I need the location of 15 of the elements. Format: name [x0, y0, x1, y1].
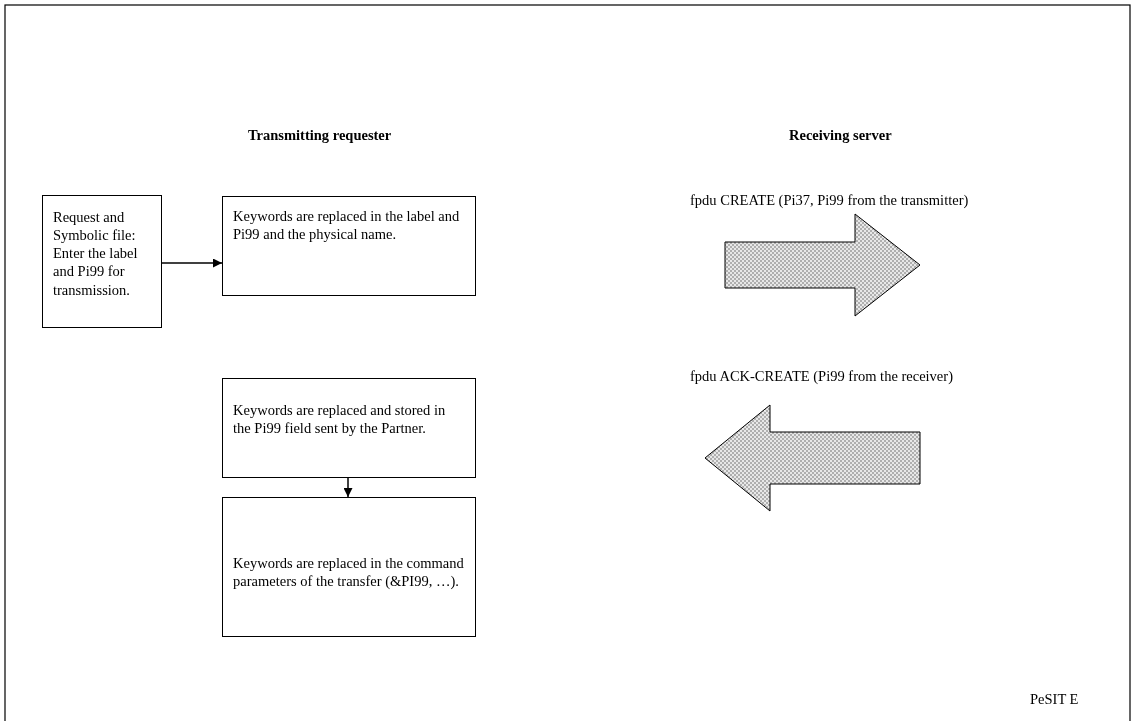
column-heading: Transmitting requester: [248, 127, 392, 144]
arrow: [161, 258, 223, 268]
message-label: fpdu CREATE (Pi37, Pi99 from the transmitter): [690, 192, 969, 209]
box-text: Keywords are replaced in the label and Pi99 and the physical name.: [233, 207, 461, 244]
column-heading: Receiving server: [789, 127, 892, 144]
box-text: Request and Symbolic file: Enter the label and Pi99 for transmission.: [53, 208, 139, 299]
arrow: [343, 477, 353, 498]
process-box: [222, 196, 476, 296]
process-box: [222, 497, 476, 637]
message-label: fpdu ACK-CREATE (Pi99 from the receiver): [690, 368, 953, 385]
process-box: [222, 378, 476, 478]
box-text: Keywords are replaced in the command parameters of the transfer (&PI99, …).: [233, 554, 465, 591]
footer-note: PeSIT E: [1030, 691, 1079, 708]
box-text: Keywords are replaced and stored in the Pi99 field sent by the Partner.: [233, 401, 447, 438]
process-box: [42, 195, 162, 328]
